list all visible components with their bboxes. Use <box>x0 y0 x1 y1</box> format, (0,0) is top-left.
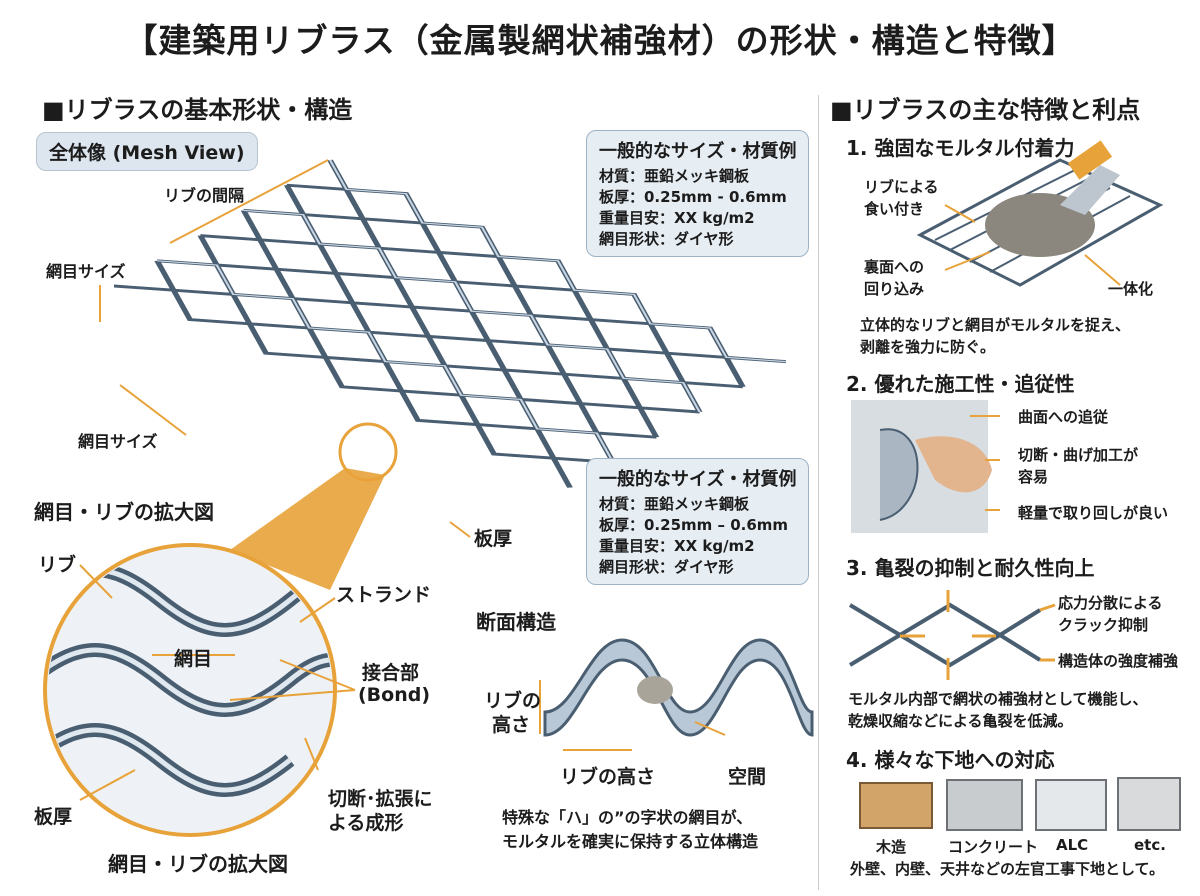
spec-box-2-line: 重量目安：XX kg/m2 <box>599 537 755 555</box>
feature-1-bite-label-2: 食い付き <box>864 200 925 218</box>
spec-box-1: 一般的なサイズ・材質例 材質：亜鉛メッキ鋼板 板厚：0.25mm - 0.6mm… <box>586 130 810 257</box>
feature-2-cut-label-2: 容易 <box>1018 468 1049 486</box>
section-rib-height-label-2: 高さ <box>492 714 531 736</box>
spec-box-1-line: 材質：亜鉛メッキ鋼板 <box>599 167 750 185</box>
f1-illustration <box>916 140 1164 287</box>
substrate-alc-label: ALC <box>1056 836 1089 854</box>
spec-box-2-line: 材質：亜鉛メッキ鋼板 <box>599 495 750 513</box>
zoom-bond-label-2: (Bond) <box>358 684 431 706</box>
left-section-heading: ■リブラスの基本形状・構造 <box>42 96 353 124</box>
section-heading: 断面構造 <box>476 610 556 634</box>
spec-box-2-title: 一般的なサイズ・材質例 <box>599 469 797 490</box>
f2-illustration <box>851 400 1000 533</box>
mesh-sheet <box>113 159 787 488</box>
feature-4-heading: 4. 様々な下地への対応 <box>846 748 1055 772</box>
page-title: 【建築用リブラス（金属製網状補強材）の形状・構造と特徴】 <box>124 21 1076 60</box>
section-profile <box>539 638 814 751</box>
zoom-bond-label-1: 接合部 <box>362 662 420 684</box>
mesh-view-label: 全体像 (Mesh View) <box>36 132 258 171</box>
substrate-concrete-label: コンクリート <box>948 838 1039 856</box>
spec-box-1-line: 重量目安：XX kg/m2 <box>599 209 755 227</box>
zoom-mesh-label: 網目 <box>174 648 213 670</box>
rib-spacing-label: リブの間隔 <box>164 186 245 205</box>
zoom-heading: 網目・リブの拡大図 <box>34 500 214 524</box>
section-note-2: モルタルを確実に保持する立体構造 <box>502 832 759 851</box>
substrate-etc-label: etc. <box>1134 836 1166 854</box>
section-rib-height-bottom-label: リブの高さ <box>560 766 656 788</box>
zoom-thickness-label: 板厚 <box>34 806 73 828</box>
feature-1-heading: 1. 強固なモルタル付着力 <box>846 136 1075 160</box>
mesh-size-label-1: 網目サイズ <box>46 262 126 281</box>
spec-box-2-line: 板厚：0.25mm – 0.6mm <box>599 516 789 534</box>
zoom-rib-label: リブ <box>38 554 77 576</box>
feature-4-text: 外壁、内壁、天井などの左官工事下地として。 <box>850 860 1165 878</box>
zoom-formed-label-1: 切断･拡張に <box>328 788 433 810</box>
feature-3-text-1: モルタル内部で網状の補強材として機能し、 <box>848 690 1148 708</box>
feature-1-text-1: 立体的なリブと網目がモルタルを捉え、 <box>860 316 1131 334</box>
feature-1-unify-label: 一体化 <box>1108 280 1154 298</box>
thickness-label: 板厚 <box>474 528 513 550</box>
right-section-heading: ■リブラスの主な特徴と利点 <box>830 96 1141 124</box>
section-note-1: 特殊な「ハ」の”の字状の網目が、 <box>502 808 753 827</box>
substrate-wood-label: 木造 <box>876 838 907 856</box>
feature-1-text-2: 剥離を強力に防ぐ。 <box>860 338 996 356</box>
section-space-label: 空間 <box>728 766 767 788</box>
zoom-strand-label: ストランド <box>336 584 432 606</box>
feature-3-reinforce-label: 構造体の強度補強 <box>1058 652 1179 670</box>
spec-box-2: 一般的なサイズ・材質例 材質：亜鉛メッキ鋼板 板厚：0.25mm – 0.6mm… <box>586 458 810 585</box>
feature-3-heading: 3. 亀裂の抑制と耐久性向上 <box>846 556 1095 580</box>
feature-3-stress-label-1: 応力分散による <box>1058 594 1163 612</box>
spec-box-2-line: 網目形状：ダイヤ形 <box>599 558 734 576</box>
feature-2-heading: 2. 優れた施工性・追従性 <box>846 372 1075 396</box>
feature-3-stress-label-2: クラック抑制 <box>1058 616 1149 634</box>
zoom-circle <box>43 543 337 837</box>
section-divider <box>818 95 819 890</box>
zoom-caption: 網目・リブの拡大図 <box>108 852 288 876</box>
feature-1-bite-label-1: リブによる <box>864 178 939 196</box>
feature-1-back-label-2: 回り込み <box>864 280 925 298</box>
zoom-funnel <box>230 468 385 590</box>
f4-illustration <box>859 777 1181 831</box>
spec-box-1-title: 一般的なサイズ・材質例 <box>599 141 797 162</box>
mesh-size-label-2: 網目サイズ <box>78 432 158 451</box>
spec-box-1-line: 網目形状：ダイヤ形 <box>599 230 734 248</box>
feature-2-cut-label-1: 切断・曲げ加工が <box>1018 446 1139 464</box>
zoom-formed-label-2: よる成形 <box>328 812 404 834</box>
section-rib-height-label-1: リブの <box>484 690 542 712</box>
feature-1-back-label-1: 裏面への <box>864 258 925 276</box>
spec-box-1-line: 板厚：0.25mm - 0.6mm <box>599 188 787 206</box>
annotation-lines <box>99 159 471 538</box>
feature-2-curve-label: 曲面への追従 <box>1018 408 1109 426</box>
feature-3-text-2: 乾燥収縮などによる亀裂を低減。 <box>848 712 1073 730</box>
feature-2-light-label: 軽量で取り回しが良い <box>1018 504 1169 522</box>
f3-illustration <box>848 590 1056 680</box>
